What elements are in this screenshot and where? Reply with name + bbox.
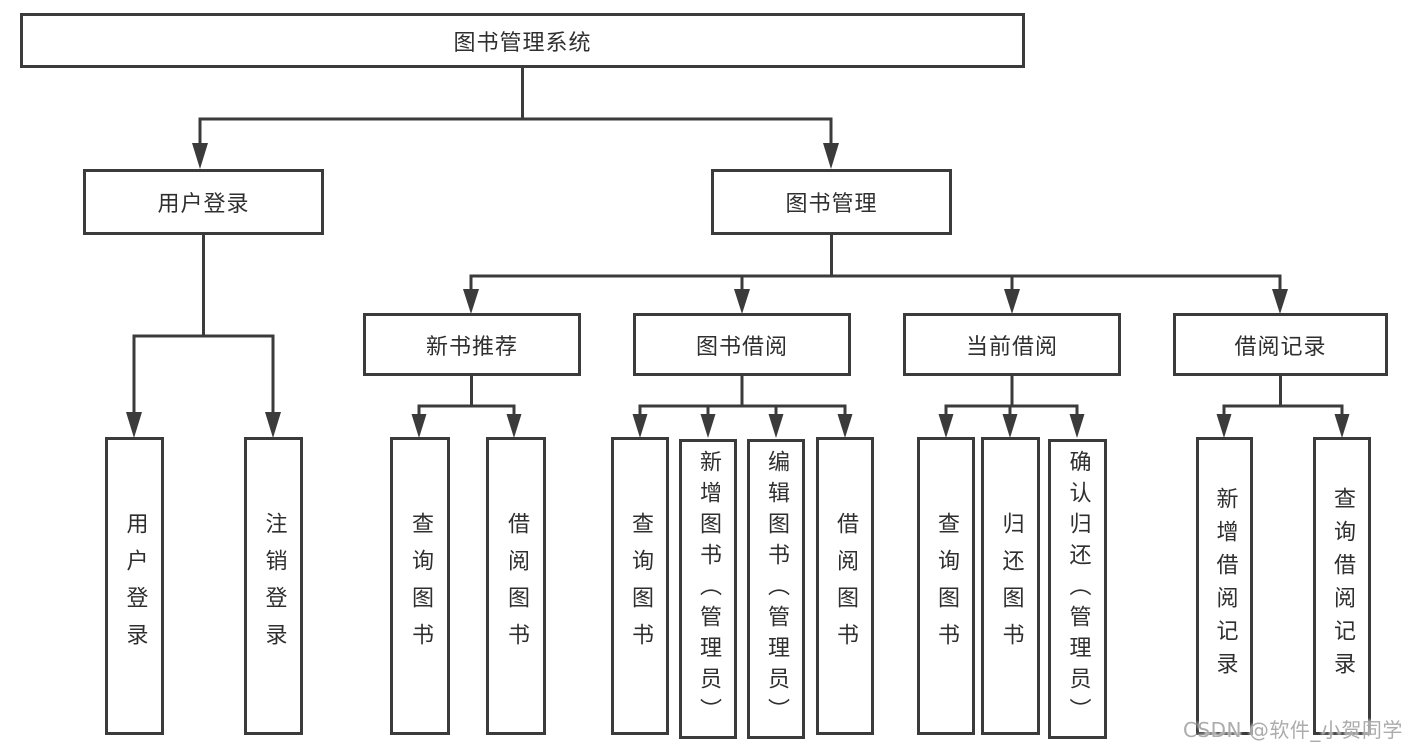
arrowhead [734, 289, 750, 314]
arrowhead [1002, 414, 1018, 438]
leaf-return-books: 归还图书 [981, 437, 1040, 735]
leaf-confirm-return-admin: 确认归还（管理员） [1048, 439, 1107, 739]
arrowhead [938, 414, 954, 438]
node-label: 查询图书 [408, 512, 433, 660]
leaf-edit-books-admin: 编辑图书（管理员） [747, 439, 805, 739]
node-label: 用户登录 [157, 192, 250, 217]
node-label: 图书借阅 [695, 334, 788, 360]
node-label: 新书推荐 [425, 334, 518, 360]
leaf-query-books: 查询图书 [611, 437, 669, 735]
arrowhead [265, 412, 281, 438]
node-label: 新增借阅记录 [1212, 487, 1238, 685]
node-label: 借阅图书 [504, 512, 529, 660]
node-label: 借阅记录 [1234, 334, 1327, 360]
node-borrowing-records: 借阅记录 [1173, 313, 1388, 376]
arrowhead [1216, 414, 1232, 438]
node-label: 编辑图书（管理员） [764, 449, 789, 729]
node-label: 确认归还（管理员） [1065, 449, 1091, 729]
connector-bookmgmt-to-level3 [469, 234, 1282, 293]
node-label: 图书管理 [785, 192, 878, 217]
node-label: 归还图书 [998, 512, 1024, 660]
connector-newbookrec-to-leaves [417, 375, 516, 419]
node-label: 查询借阅记录 [1330, 487, 1355, 685]
node-label: 图书管理系统 [453, 30, 592, 56]
leaf-borrow-books: 借阅图书 [816, 437, 874, 735]
node-book-management: 图书管理 [711, 169, 952, 235]
connector-bookborrow-to-leaves [638, 375, 847, 419]
arrowhead [837, 414, 853, 438]
node-root-system: 图书管理系统 [20, 13, 1025, 68]
arrowhead [411, 414, 427, 438]
arrowheads [126, 143, 1350, 438]
node-label: 查询图书 [934, 512, 959, 660]
leaf-logout: 注销登录 [244, 437, 303, 735]
arrowhead [1004, 289, 1020, 314]
leaf-borrow-books: 借阅图书 [486, 437, 546, 735]
node-label: 用户登录 [122, 512, 148, 660]
connector-currentborrow-to-leaves [944, 375, 1079, 419]
node-label: 查询图书 [628, 512, 653, 660]
node-label: 新增图书（管理员） [696, 449, 721, 729]
csdn-watermark: CSDN @软件_小贺同学 [1183, 718, 1403, 742]
node-user-login: 用户登录 [83, 169, 324, 235]
arrowhead [1334, 414, 1350, 438]
arrowhead [1069, 414, 1085, 438]
arrowhead [126, 412, 142, 438]
arrowhead [1272, 289, 1288, 314]
leaf-query-books: 查询图书 [390, 437, 450, 735]
arrowhead [632, 414, 648, 438]
leaf-query-borrow-record: 查询借阅记录 [1313, 437, 1371, 735]
arrowhead [192, 143, 208, 169]
leaf-add-books-admin: 新增图书（管理员） [679, 439, 737, 739]
arrowhead [506, 414, 522, 438]
arrowhead [823, 143, 839, 169]
node-label: 当前借阅 [965, 334, 1058, 360]
connector-root-to-level2 [198, 67, 833, 150]
node-new-book-recommendation: 新书推荐 [363, 313, 581, 376]
leaf-query-books: 查询图书 [917, 437, 975, 735]
connector-userlogin-to-leaves [132, 234, 275, 416]
node-current-borrowing: 当前借阅 [903, 313, 1121, 376]
node-label: 借阅图书 [833, 512, 858, 660]
arrowhead [700, 414, 716, 438]
connector-borrowrecords-to-leaves [1222, 375, 1344, 419]
node-book-borrowing: 图书借阅 [633, 313, 851, 376]
leaf-user-login: 用户登录 [105, 437, 164, 735]
leaf-add-borrow-record: 新增借阅记录 [1196, 437, 1253, 735]
arrowhead [463, 289, 479, 314]
node-label: 注销登录 [261, 512, 287, 660]
arrowhead [768, 414, 784, 438]
